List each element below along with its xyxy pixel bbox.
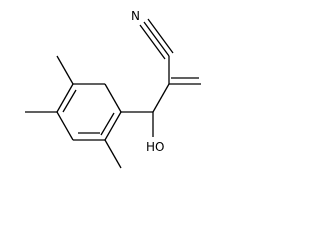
nitrile-triple-bond-2 [147,18,174,54]
nitrogen-label: N [131,9,140,23]
carbinol-to-vinyl-bond [152,83,170,113]
ring-bond-1 [104,111,122,141]
nitrile-triple-bond-3 [139,24,166,60]
ring-bond-6 [104,83,122,113]
molecule-drawing: N HO [25,9,201,169]
methyl-bond-meta [56,55,74,85]
hydroxyl-label: HO [146,140,164,154]
ring-bond-3 [56,111,74,141]
methyl-bond-ortho [104,139,122,169]
ring-double-bond-2 [62,89,77,113]
nitrile-triple-bond-1 [143,21,170,57]
structure-diagram: N HO [25,9,201,169]
ring-double-bond-1 [100,112,115,136]
benzene-ring [56,83,122,141]
ring-bond-4 [56,83,74,113]
